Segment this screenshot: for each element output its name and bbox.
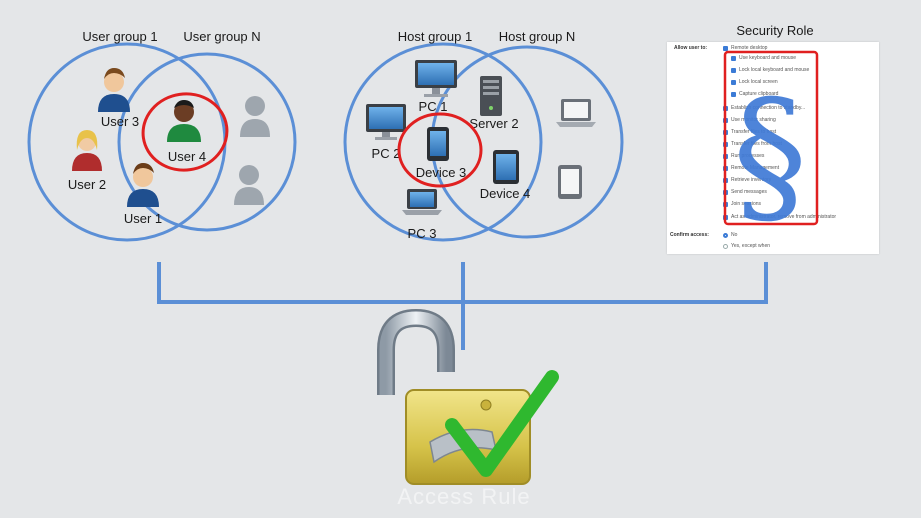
confirm-yes-radio[interactable] (723, 244, 728, 249)
permission-label: Capture clipboard (739, 91, 779, 97)
placeholder-user-icon (240, 96, 270, 137)
user-4-highlight-ring (141, 92, 229, 172)
permission-label: Transfer files from host (731, 141, 782, 147)
user-group-n-title: User group N (183, 29, 260, 44)
confirm-no-radio[interactable] (723, 233, 728, 238)
host-group-n-circle (430, 45, 624, 239)
device-4-label: Device 4 (480, 186, 531, 201)
device-4-tablet-icon (493, 150, 519, 184)
host-group-n-title: Host group N (499, 29, 576, 44)
confirm-option-label: Yes, except when (731, 243, 771, 249)
confirm-option-label: No (731, 232, 738, 238)
allow-user-label: Allow user to: (674, 45, 708, 51)
permissions-highlight-box (723, 50, 819, 226)
permission-checkbox[interactable] (723, 46, 728, 51)
security-role-overlay: § (723, 50, 819, 243)
pc-3-laptop-icon (402, 189, 442, 215)
permission-label: Act as administrator, remove from admini… (731, 214, 837, 220)
permission-label: Lock local screen (739, 79, 778, 85)
host-groups: Host group 1 Host group N PC 1 Server 2 … (343, 29, 624, 242)
checkmark-icon (445, 370, 559, 477)
server-2-label: Server 2 (469, 116, 518, 131)
permission-checkbox[interactable] (731, 80, 736, 85)
confirm-access-row: Confirm access: No (667, 232, 879, 241)
confirm-access-label: Confirm access: (670, 232, 709, 238)
connector-lines (157, 262, 768, 350)
device-3-highlight-ring (397, 112, 483, 188)
user-1-avatar-icon (127, 163, 159, 207)
host-group-1-title: Host group 1 (398, 29, 472, 44)
permission-checkbox[interactable] (731, 92, 736, 97)
security-role-panel: Allow user to: Remote desktop Use keyboa… (667, 42, 879, 254)
permission-row: Lock local screen (667, 79, 879, 88)
permission-label: Remote Management (731, 165, 780, 171)
pc-3-label: PC 3 (408, 226, 437, 241)
permission-checkbox[interactable] (731, 56, 736, 61)
permission-label: Retrieve inventory (731, 177, 772, 183)
permission-label: Lock local keyboard and mouse (739, 67, 810, 73)
permission-row: Use keyboard and mouse (667, 55, 879, 64)
permission-label: Establish connection to standby... (731, 105, 806, 111)
user-groups: User group 1 User group N User 3 User 4 … (27, 29, 297, 242)
pc-2-label: PC 2 (372, 146, 401, 161)
user-2-avatar-icon (72, 130, 102, 171)
permission-label: Use keyboard and mouse (739, 55, 796, 61)
pc-1-monitor-icon (415, 60, 457, 97)
permission-label: Join sessions (731, 201, 762, 207)
allow-user-row: Allow user to: Remote desktop (667, 45, 879, 54)
user-2-label: User 2 (68, 177, 106, 192)
placeholder-tablet-icon (558, 165, 582, 199)
user-3-label: User 3 (101, 114, 139, 129)
section-sign-icon: § (733, 69, 808, 243)
permission-label: Remote desktop (731, 45, 768, 51)
access-rule-caption: Access Rule (397, 484, 530, 509)
user-group-1-title: User group 1 (82, 29, 157, 44)
placeholder-user-icon (234, 165, 264, 205)
permission-label: Use monitor sharing (731, 117, 776, 123)
confirm-option-row: Yes, except when (667, 243, 879, 252)
user-4-label: User 4 (168, 149, 206, 164)
permission-label: Send messages (731, 189, 767, 195)
permission-checkbox[interactable] (731, 68, 736, 73)
permission-row: Lock local keyboard and mouse (667, 67, 879, 76)
device-3-label: Device 3 (416, 165, 467, 180)
user-4-avatar-icon (167, 100, 201, 142)
pc-2-monitor-icon (366, 104, 406, 140)
pc-1-label: PC 1 (419, 99, 448, 114)
placeholder-laptop-icon (556, 99, 596, 127)
device-3-tablet-icon (427, 127, 449, 161)
user-1-label: User 1 (124, 211, 162, 226)
permission-label: Transfer files to host (731, 129, 777, 135)
permission-row: Capture clipboard (667, 91, 879, 100)
host-group-1-circle (343, 42, 543, 242)
security-role-title: Security Role (736, 23, 813, 38)
user-3-avatar-icon (98, 68, 130, 112)
user-group-n-circle (117, 52, 297, 232)
permission-label: Run processes (731, 153, 765, 159)
server-2-icon (480, 76, 502, 116)
padlock-open-icon (377, 308, 531, 485)
